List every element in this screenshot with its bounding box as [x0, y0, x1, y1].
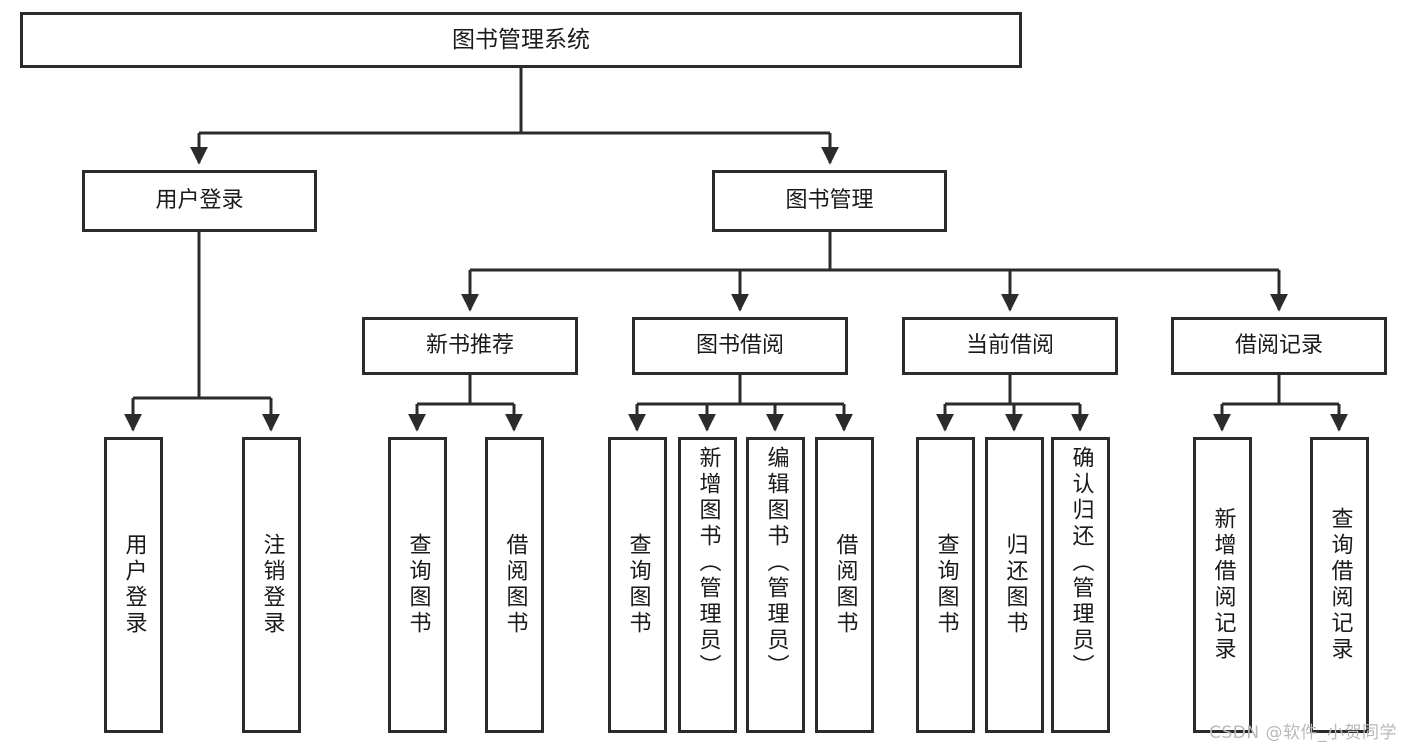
node-root-book-management-system[interactable]: 图书管理系统	[20, 12, 1022, 68]
leaf-label: 借阅图书	[832, 533, 858, 637]
node-label: 图书借阅	[695, 333, 784, 359]
leaf-user-login-login[interactable]: 用户登录	[104, 437, 163, 733]
node-label: 借阅记录	[1234, 333, 1323, 359]
node-label: 图书管理	[785, 188, 874, 214]
node-user-login[interactable]: 用户登录	[82, 170, 317, 232]
leaf-label: 新增图书（管理员）	[695, 446, 721, 680]
leaf-label: 查询图书	[625, 533, 651, 637]
node-label: 当前借阅	[965, 333, 1054, 359]
leaf-new-book-query[interactable]: 查询图书	[388, 437, 447, 733]
node-label: 新书推荐	[425, 333, 514, 359]
leaf-label: 注销登录	[259, 533, 285, 637]
leaf-current-query-book[interactable]: 查询图书	[916, 437, 975, 733]
leaf-label: 归还图书	[1002, 533, 1028, 637]
node-book-management[interactable]: 图书管理	[712, 170, 947, 232]
node-borrow-record[interactable]: 借阅记录	[1171, 317, 1387, 375]
csdn-watermark: CSDN @软件_小贺同学	[1209, 723, 1397, 743]
leaf-label: 新增借阅记录	[1210, 507, 1236, 663]
node-book-borrow[interactable]: 图书借阅	[632, 317, 848, 375]
leaf-new-book-borrow[interactable]: 借阅图书	[485, 437, 544, 733]
node-label: 用户登录	[155, 188, 244, 214]
leaf-current-return-book[interactable]: 归还图书	[985, 437, 1044, 733]
node-current-borrow[interactable]: 当前借阅	[902, 317, 1118, 375]
leaf-label: 确认归还（管理员）	[1068, 446, 1094, 680]
leaf-borrow-query-book[interactable]: 查询图书	[608, 437, 667, 733]
node-new-book-recommend[interactable]: 新书推荐	[362, 317, 578, 375]
leaf-record-query-record[interactable]: 查询借阅记录	[1310, 437, 1369, 733]
leaf-label: 编辑图书（管理员）	[763, 446, 789, 680]
leaf-label: 用户登录	[121, 533, 147, 637]
leaf-label: 借阅图书	[502, 533, 528, 637]
leaf-borrow-edit-book-admin[interactable]: 编辑图书（管理员）	[746, 437, 805, 733]
leaf-record-add-record[interactable]: 新增借阅记录	[1193, 437, 1252, 733]
leaf-label: 查询借阅记录	[1327, 507, 1353, 663]
leaf-user-login-logout[interactable]: 注销登录	[242, 437, 301, 733]
leaf-borrow-borrow-book[interactable]: 借阅图书	[815, 437, 874, 733]
leaf-borrow-add-book-admin[interactable]: 新增图书（管理员）	[678, 437, 737, 733]
leaf-label: 查询图书	[405, 533, 431, 637]
node-label: 图书管理系统	[452, 26, 590, 53]
leaf-label: 查询图书	[933, 533, 959, 637]
leaf-current-confirm-return-admin[interactable]: 确认归还（管理员）	[1051, 437, 1110, 733]
